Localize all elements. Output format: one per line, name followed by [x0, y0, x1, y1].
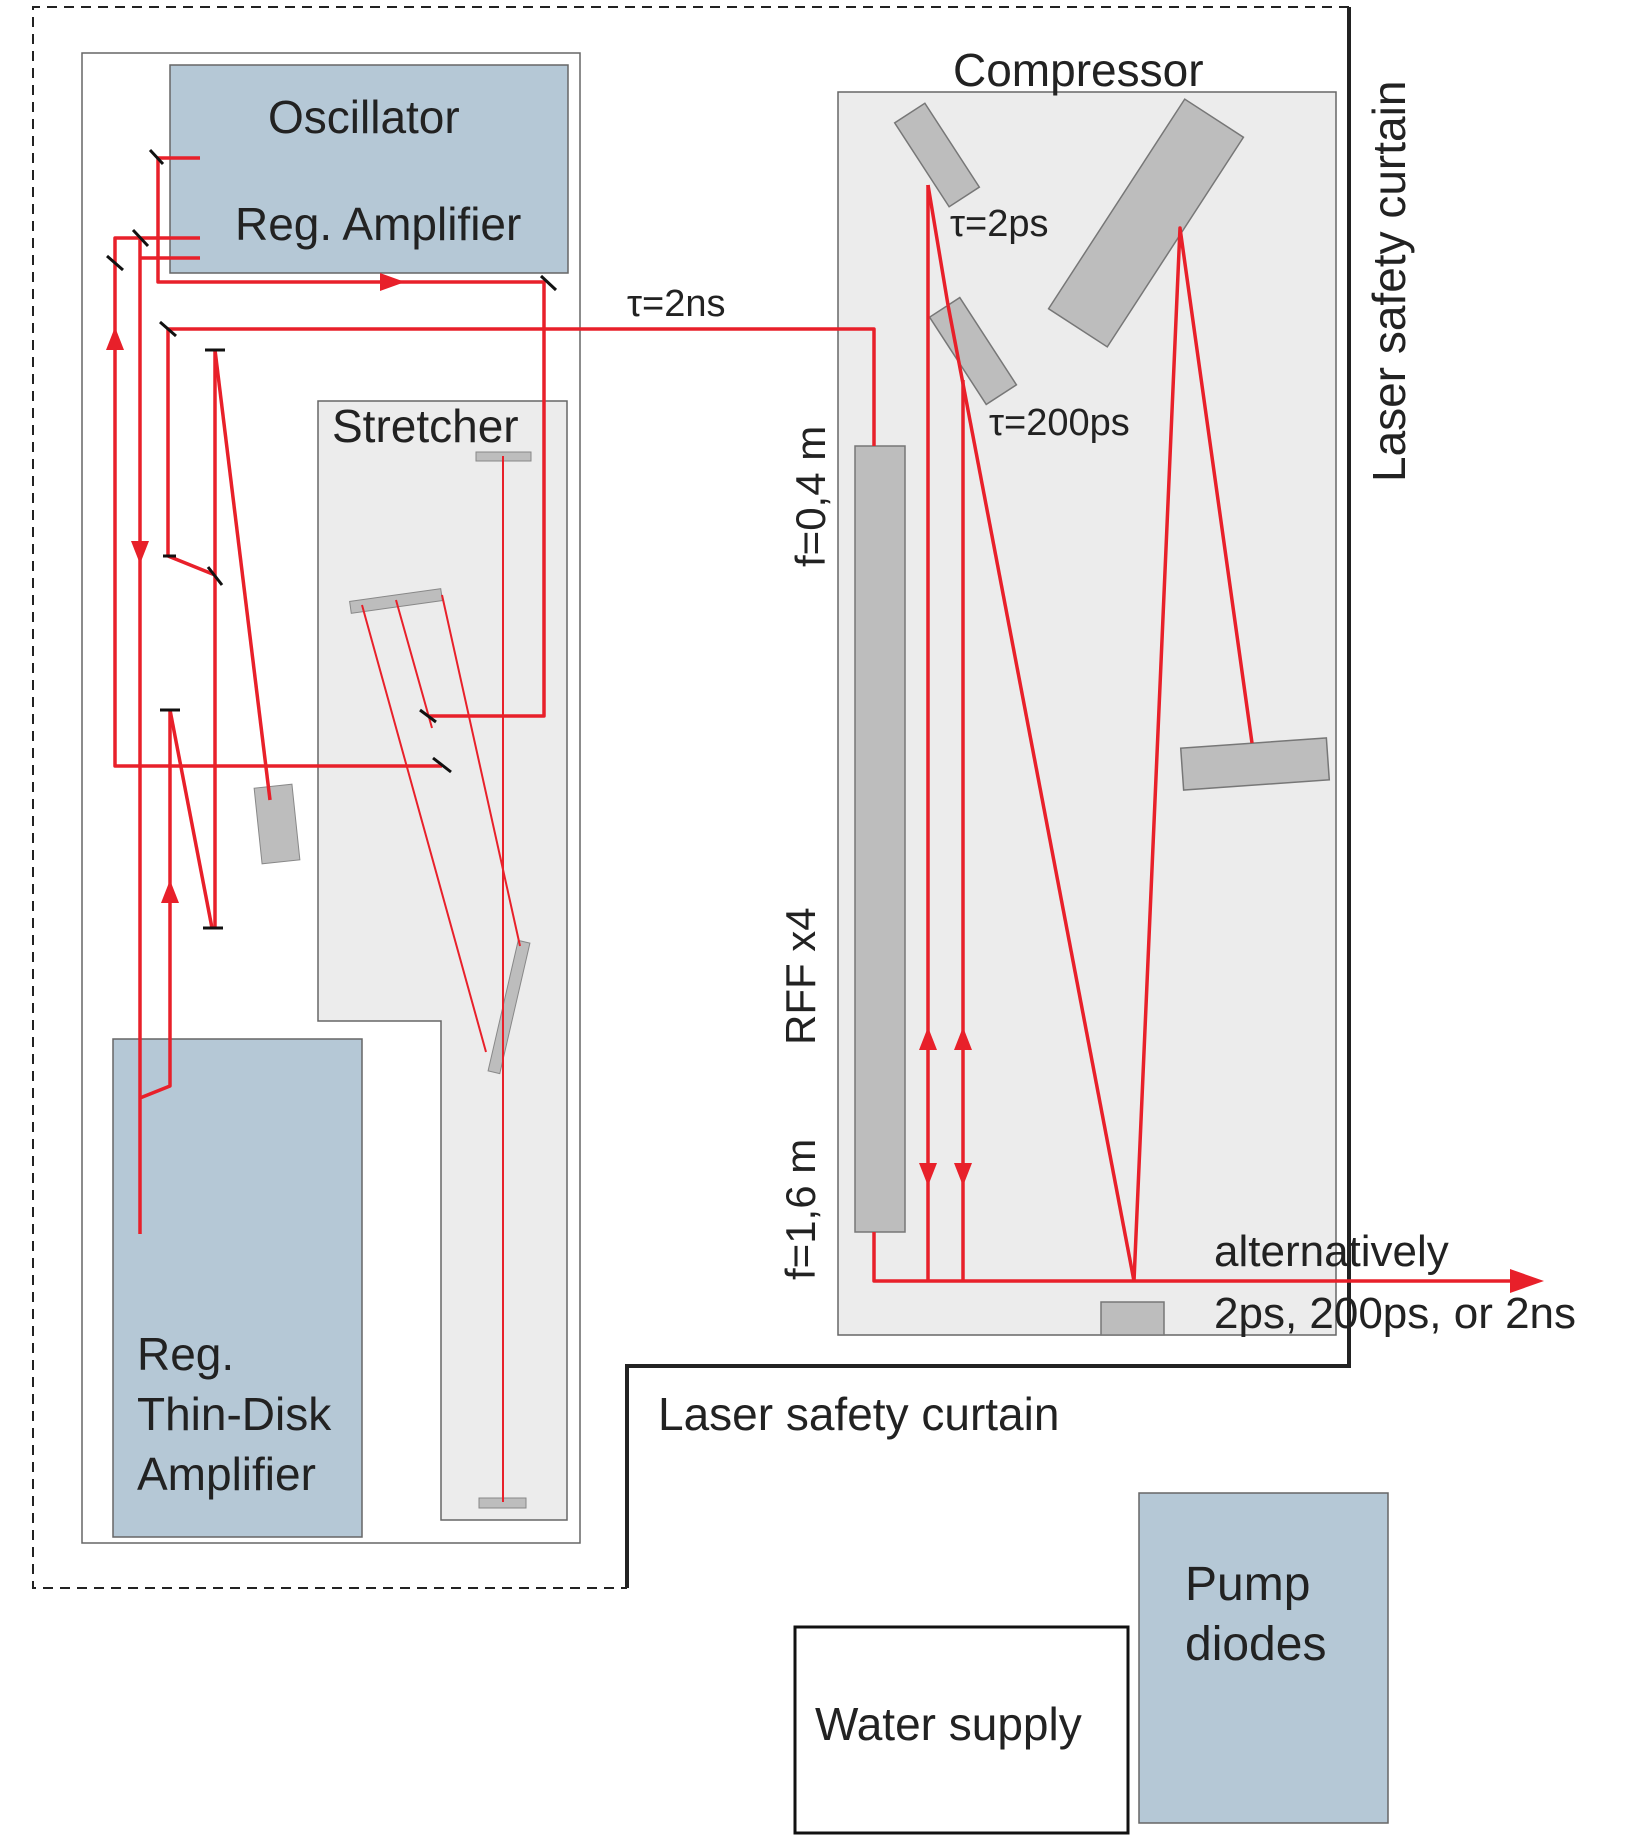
laser-beam-paths — [113, 156, 1534, 1283]
tau-2ns-label: τ=2ns — [627, 283, 725, 325]
output-label-line1: alternatively — [1214, 1227, 1449, 1276]
pump-diodes-label-line1: Pump — [1185, 1558, 1310, 1611]
beam-diag-long — [946, 304, 1136, 1282]
thin-disk-amplifier-box — [112, 1038, 363, 1538]
beam-diag-3 — [168, 709, 214, 929]
beam-arrows — [106, 273, 1544, 1293]
laser-safety-curtain — [32, 6, 1351, 1589]
compressor-optics — [854, 98, 1331, 1336]
rff-focusing-element — [854, 445, 906, 1233]
compressor-mirror-right — [1179, 737, 1331, 791]
water-supply-label: Water supply — [815, 1698, 1082, 1750]
beam-compressor-out — [872, 1232, 1534, 1283]
compressor-grating-small — [893, 102, 981, 208]
stretcher-beam-paths — [361, 456, 521, 1502]
water-supply-box — [793, 1625, 1130, 1835]
beam-v-right — [1132, 226, 1254, 1282]
pump-diodes-box — [1138, 1492, 1389, 1824]
beam-diag-long-2 — [926, 184, 950, 306]
curtain-horizontal-label: Laser safety curtain — [658, 1388, 1059, 1440]
beam-to-stretcher — [400, 280, 546, 718]
beam-diag-1 — [213, 349, 272, 801]
compressor-output-block — [1100, 1301, 1165, 1336]
f-1-6m-label: f=1,6 m — [777, 1139, 824, 1280]
stretcher-label: Stretcher — [332, 400, 519, 452]
output-label-line2: 2ps, 200ps, or 2ns — [1214, 1289, 1576, 1338]
beam-tau-2ns — [166, 327, 876, 556]
compressor-label: Compressor — [953, 44, 1204, 96]
reg-amplifier-label: Reg. Amplifier — [235, 198, 521, 250]
beam-oscillator-output — [156, 156, 400, 284]
stretcher-table — [317, 400, 568, 1521]
curtain-vertical-label: Laser safety curtain — [1363, 81, 1415, 482]
compressor-grating-large — [1047, 98, 1245, 348]
rff-x4-label: RFF x4 — [777, 907, 824, 1045]
curtain-solid-section — [625, 7, 1351, 1588]
beam-diag-2 — [167, 554, 216, 577]
beam-thin-disk-split — [139, 710, 172, 1100]
thin-disk-label-line3: Amplifier — [137, 1448, 316, 1500]
tau-2ps-label: τ=2ps — [950, 203, 1048, 245]
beam-amp-loop — [113, 236, 442, 768]
output-arrow-head — [1510, 1269, 1544, 1293]
pump-diodes-label-line2: diodes — [1185, 1618, 1326, 1671]
tau-200ps-label: τ=200ps — [989, 402, 1130, 444]
oscillator-label: Oscillator — [268, 91, 460, 143]
thin-disk-label-line2: Thin-Disk — [137, 1388, 332, 1440]
oscillator-amplifier-box — [169, 64, 569, 274]
f-0-4m-label: f=0,4 m — [787, 426, 834, 567]
thin-disk-label-line1: Reg. — [137, 1328, 234, 1380]
mirror-marks — [106, 148, 558, 930]
left-table-block — [253, 783, 301, 865]
